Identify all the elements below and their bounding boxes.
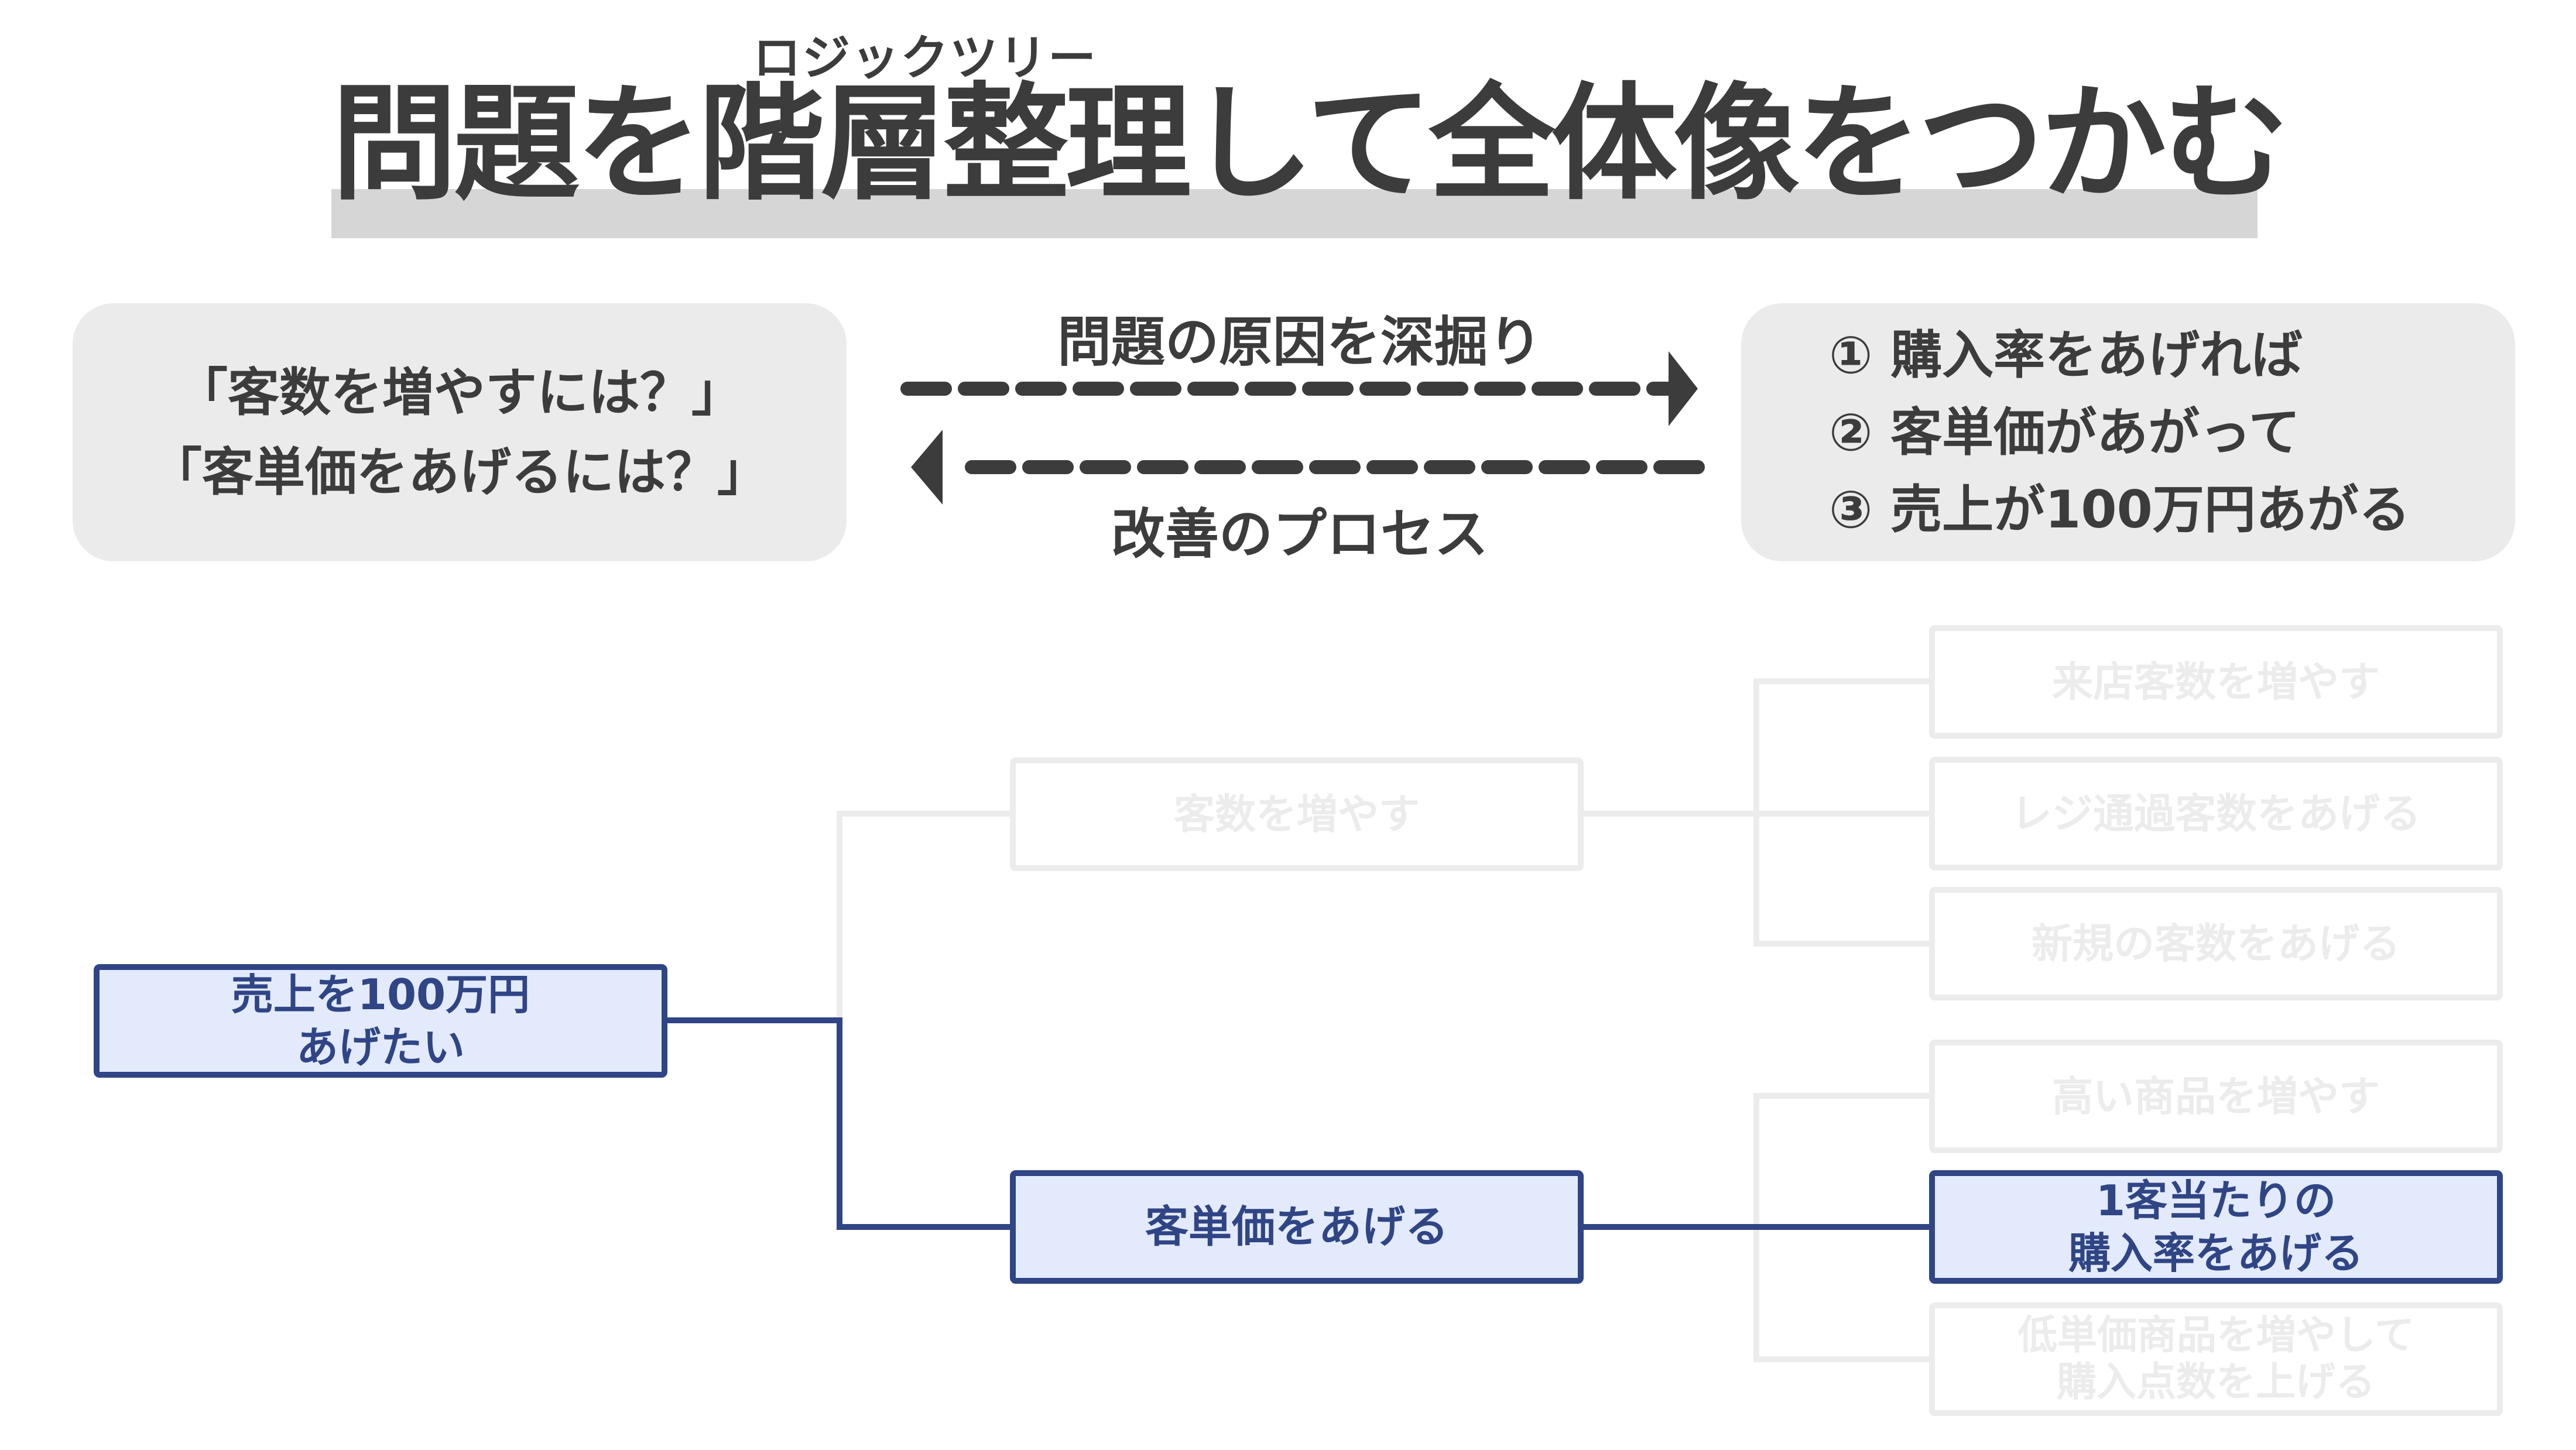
- root-line-2: あげたい: [296, 1023, 465, 1072]
- node-label: 来店客数を増やす: [2052, 658, 2380, 706]
- node-label: 客単価をあげる: [1145, 1202, 1448, 1252]
- result-number: ③: [1829, 479, 1873, 540]
- result-item-1: ① 購入率をあげれば: [1829, 317, 2303, 394]
- connector-root-to-price: [666, 1017, 1010, 1230]
- connector-root-to-customers: [837, 811, 1010, 1023]
- node-line-1: 1客当たりの: [2095, 1176, 2337, 1225]
- question-line-1: 「客数を増やすには？」: [176, 362, 743, 423]
- node-line-2: 購入点数を上げる: [2056, 1359, 2375, 1406]
- question-line-2: 「客単価をあげるには？」: [150, 441, 769, 502]
- result-number: ②: [1829, 402, 1873, 462]
- result-text: 客単価があがって: [1890, 402, 2300, 462]
- result-text: 購入率をあげれば: [1890, 324, 2303, 385]
- node-label: レジ通過客数をあげる: [2011, 790, 2421, 838]
- node-label: 高い商品を増やす: [2052, 1072, 2380, 1120]
- tree-node-premium-products: 高い商品を増やす: [1929, 1040, 2503, 1153]
- node-label: 新規の客数をあげる: [2032, 920, 2400, 968]
- tree-root-node: 売上を100万円 あげたい: [94, 964, 667, 1078]
- node-line-1: 低単価商品を増やして: [2017, 1312, 2414, 1359]
- title-ruby: ロジックツリー: [752, 30, 1097, 86]
- result-item-2: ② 客単価があがって: [1829, 394, 2300, 471]
- page-title: 問題を階層整理して全体像をつかむ: [331, 70, 2289, 217]
- tree-node-checkout-customers: レジ通過客数をあげる: [1929, 757, 2503, 870]
- result-number: ①: [1829, 324, 1873, 385]
- result-panel: ① 購入率をあげれば ② 客単価があがって ③ 売上が100万円あがる: [1741, 303, 2515, 561]
- tree-node-increase-customers: 客数を増やす: [1010, 757, 1584, 871]
- title-underline-band: [331, 189, 2258, 238]
- question-panel: 「客数を増やすには？」 「客単価をあげるには？」: [73, 303, 847, 561]
- backward-arrow-head: [911, 430, 943, 505]
- tree-node-low-price-items: 低単価商品を増やして 購入点数を上げる: [1929, 1302, 2503, 1416]
- node-label: 客数を増やす: [1174, 790, 1420, 838]
- result-item-3: ③ 売上が100万円あがる: [1829, 471, 2410, 549]
- node-line-2: 購入率をあげる: [2068, 1229, 2363, 1278]
- tree-node-store-visitors: 来店客数を増やす: [1929, 625, 2503, 739]
- backward-process-label: 改善のプロセス: [1111, 503, 1488, 565]
- tree-node-raise-unit-price: 客単価をあげる: [1010, 1170, 1584, 1284]
- tree-node-purchase-rate: 1客当たりの 購入率をあげる: [1929, 1170, 2503, 1284]
- forward-arrow-head: [1669, 351, 1698, 426]
- forward-process-label: 問題の原因を深掘り: [1057, 311, 1542, 373]
- tree-node-new-customers: 新規の客数をあげる: [1929, 887, 2503, 1000]
- result-text: 売上が100万円あがる: [1890, 479, 2410, 540]
- root-line-1: 売上を100万円: [231, 970, 530, 1019]
